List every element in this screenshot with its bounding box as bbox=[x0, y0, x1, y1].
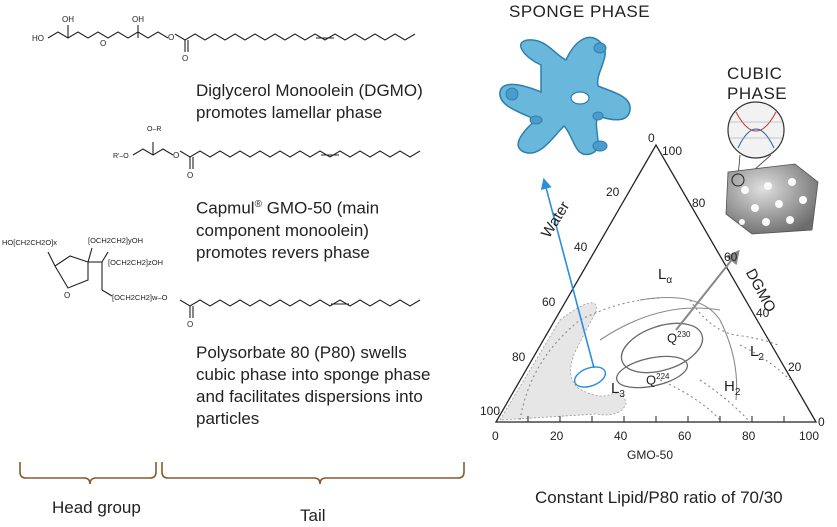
cubic-arrow bbox=[675, 249, 740, 331]
right-tick: 80 bbox=[692, 196, 706, 210]
registered-mark: ® bbox=[254, 199, 262, 210]
dgmo-caption: Diglycerol Monoolein (DGMO) promotes lam… bbox=[196, 80, 423, 124]
bottom-tick: 0 bbox=[492, 429, 499, 443]
tail-label: Tail bbox=[300, 506, 326, 525]
p80-caption-line1: Polysorbate 80 (P80) swells bbox=[196, 343, 407, 362]
p80-peg1-label: HO[CH2CH2O]x bbox=[2, 238, 57, 247]
bottom-tick: 60 bbox=[678, 429, 692, 443]
dgmo-structure bbox=[47, 25, 416, 52]
left-tick: 40 bbox=[574, 240, 588, 254]
capmul-name: Capmul bbox=[196, 198, 255, 218]
p80-peg3-label: [OCH2CH2]zOH bbox=[108, 258, 163, 267]
ternary-caption: Constant Lipid/P80 ratio of 70/30 bbox=[535, 488, 783, 507]
sponge-phase-illustration bbox=[499, 36, 631, 156]
q224-region-outline bbox=[616, 355, 688, 389]
right-tick: 40 bbox=[756, 306, 770, 320]
p80-carbonyl-o-atom: O bbox=[187, 320, 193, 329]
left-tick: 60 bbox=[542, 295, 556, 309]
capmul-structure bbox=[132, 142, 421, 169]
head-group-label: Head group bbox=[52, 498, 141, 517]
dgmo-caption-line1: Diglycerol Monoolein (DGMO) bbox=[196, 81, 423, 100]
tail-bracket bbox=[161, 462, 465, 485]
right-tick: 60 bbox=[724, 250, 738, 264]
dgmo-oh1-atom: OH bbox=[62, 15, 74, 24]
left-tick: 100 bbox=[480, 404, 501, 418]
cubic-phase-title: CUBIC PHASE bbox=[727, 64, 788, 103]
capmul-caption: Capmul® GMO-50 (main component monoolein… bbox=[196, 194, 379, 264]
dgmo-caption-line2: promotes lamellar phase bbox=[196, 103, 383, 122]
dgmo-ether-o-atom: O bbox=[100, 39, 106, 48]
capmul-or-atom: O–R bbox=[147, 126, 161, 133]
capmul-caption-line2: component monoolein) bbox=[196, 220, 369, 240]
bottom-tick: 100 bbox=[799, 429, 820, 443]
left-tick: 80 bbox=[512, 350, 526, 364]
right-tick: 0 bbox=[818, 415, 825, 429]
left-tick: 20 bbox=[606, 185, 620, 199]
capmul-ro-atom: R′–O bbox=[113, 153, 129, 160]
h2-region-label: H2 bbox=[724, 378, 741, 398]
capmul-caption-line3: promotes revers phase bbox=[196, 242, 370, 262]
p80-peg4-label: [OCH2CH2]w–O bbox=[112, 293, 168, 302]
ternary-diagram bbox=[494, 143, 818, 423]
capmul-name-rest: GMO-50 (main bbox=[261, 198, 380, 218]
head-group-bracket bbox=[19, 462, 157, 485]
dgmo-oh2-atom: OH bbox=[132, 15, 144, 24]
left-tick: 0 bbox=[648, 131, 655, 145]
dgmo-carbonyl-o-atom: O bbox=[182, 54, 188, 63]
l2-region-label: L2 bbox=[750, 343, 764, 363]
l3-region-outline bbox=[573, 366, 607, 388]
dgmo-ester-o-atom: O bbox=[168, 33, 174, 42]
q230-region-outline bbox=[620, 322, 704, 374]
capmul-carbonyl-o-atom: O bbox=[187, 171, 193, 180]
p80-structure bbox=[47, 247, 421, 318]
sponge-arrow bbox=[540, 177, 595, 369]
p80-caption: Polysorbate 80 (P80) swells cubic phase … bbox=[196, 342, 430, 430]
right-tick: 20 bbox=[788, 360, 802, 374]
phase-boundaries bbox=[519, 297, 791, 423]
right-tick: 100 bbox=[662, 144, 683, 158]
l3-region-label: L3 bbox=[611, 380, 625, 400]
p80-ring-o-atom: O bbox=[64, 291, 70, 300]
lamellar-region-label: Lα bbox=[658, 266, 673, 286]
dgmo-ho-atom: HO bbox=[32, 34, 44, 43]
q230-region-label: Q230 bbox=[667, 330, 691, 346]
tick-marks bbox=[527, 416, 785, 422]
gmo50-axis-label: GMO-50 bbox=[627, 448, 674, 462]
p80-caption-line3: and facilitates dispersions into bbox=[196, 387, 423, 406]
p80-caption-line2: cubic phase into sponge phase bbox=[196, 365, 431, 384]
p80-caption-line4: particles bbox=[196, 409, 260, 428]
bottom-tick: 20 bbox=[550, 429, 564, 443]
q224-region-label: Q224 bbox=[646, 372, 670, 388]
bottom-tick: 80 bbox=[742, 429, 756, 443]
cubic-phase-illustration bbox=[725, 101, 819, 235]
sponge-phase-title: SPONGE PHASE bbox=[509, 2, 651, 21]
bottom-tick: 40 bbox=[614, 429, 628, 443]
capmul-ester-o-atom: O bbox=[173, 151, 179, 160]
p80-peg2-label: [OCH2CH2]yOH bbox=[88, 236, 143, 245]
